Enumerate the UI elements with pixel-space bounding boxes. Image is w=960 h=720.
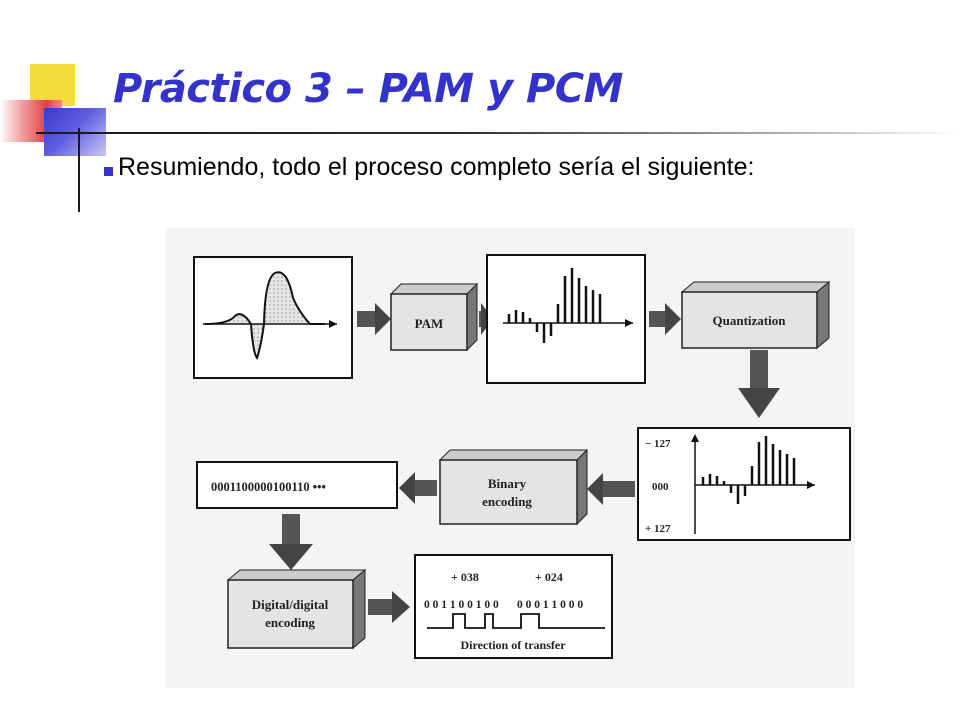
pam-block: PAM (389, 282, 479, 352)
code1-label: + 038 (451, 570, 479, 584)
pam-label: PAM (415, 316, 444, 331)
digital-waveform (427, 613, 605, 629)
arrow-to-pam-icon (357, 303, 391, 335)
slide-title: Práctico 3 – PAM y PCM (113, 66, 623, 112)
digital-label-line1: Digital/digital (252, 597, 329, 612)
quantization-label: Quantization (713, 313, 787, 328)
arrow-to-binary-encoding-icon (587, 473, 635, 505)
code2-label: + 024 (535, 570, 563, 584)
arrow-to-output-signal-icon (368, 591, 410, 623)
arrow-down-to-digital-encoding-icon (269, 514, 313, 570)
axis-mid-label: 000 (652, 481, 669, 493)
quantization-block: Quantization (680, 280, 831, 350)
pcm-process-diagram: PAM (165, 228, 855, 688)
binary-label-line2: encoding (482, 494, 532, 509)
bits2-label: 0 0 0 1 1 0 0 0 (517, 599, 583, 611)
digital-encoding-block: Digital/digital encoding (226, 568, 367, 650)
bullet-text: Resumiendo, todo el proceso completo ser… (118, 153, 755, 181)
axis-bottom-label: + 127 (645, 523, 671, 535)
pam-samples-box (486, 254, 646, 384)
title-underline (36, 132, 960, 134)
binary-label-line1: Binary (488, 476, 527, 491)
digital-label-line2: encoding (265, 615, 315, 630)
binary-encoding-block: Binary encoding (438, 448, 589, 526)
bullet-marker-icon (104, 167, 113, 176)
digital-signal-box: + 038 + 024 0 0 1 1 0 0 1 0 0 0 0 0 1 1 … (414, 554, 613, 659)
bits1-label: 0 0 1 1 0 0 1 0 0 (424, 599, 499, 611)
direction-label: Direction of transfer (460, 638, 566, 652)
arrow-down-to-quantized-icon (738, 350, 780, 418)
axis-top-label: − 127 (645, 438, 671, 450)
arrow-to-bitstream-icon (399, 472, 437, 504)
decor-yellow-square (30, 64, 75, 106)
bitstream-box: 0001100000100110 ••• (196, 461, 398, 509)
analog-signal-box (193, 256, 353, 379)
bitstream-label: 0001100000100110 ••• (211, 480, 326, 494)
quantized-samples-box: − 127 000 + 127 (637, 427, 851, 541)
arrow-to-quantization-icon (649, 303, 681, 335)
left-vertical-rule (78, 128, 80, 212)
bullet-item: Resumiendo, todo el proceso completo ser… (104, 152, 934, 182)
